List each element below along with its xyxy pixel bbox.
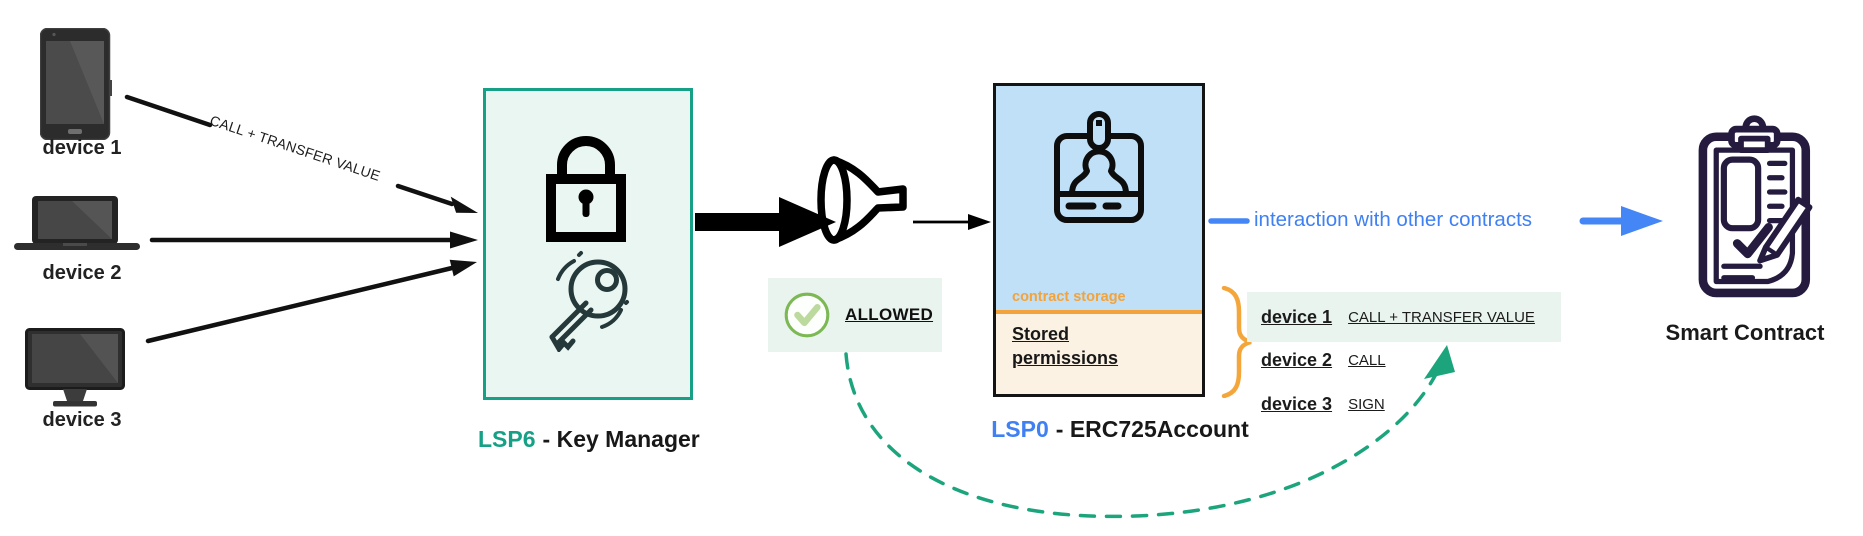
device1-label: device 1: [42, 137, 122, 159]
account-box: contract storage Stored permissions: [993, 83, 1205, 397]
phone-icon: [40, 28, 112, 140]
key-icon: [549, 251, 629, 352]
lock-icon: [546, 136, 626, 242]
account-label: LSP0- ERC725Account: [970, 416, 1270, 443]
monitor-icon: [25, 328, 125, 407]
device2-label: device 2: [42, 262, 122, 284]
key-manager-label: LSP6- Key Manager: [478, 426, 700, 453]
smart-contract-label: Smart Contract: [1665, 320, 1825, 345]
brace: [1221, 286, 1252, 398]
dashed-permission-arrow: [844, 352, 1438, 519]
funnel-icon: [817, 156, 907, 244]
km-to-filter-arrow: [695, 197, 836, 247]
key-manager-name: - Key Manager: [542, 426, 700, 452]
interaction-arrowhead: [1621, 206, 1663, 236]
account-permissions-section: Stored permissions: [996, 314, 1202, 394]
device1-arrowhead: [450, 196, 478, 213]
lsp6-tag: LSP6: [478, 426, 536, 452]
permission-row-1: device 1 CALL + TRANSFER VALUE: [1247, 292, 1561, 342]
permission-device: device 1: [1261, 306, 1333, 327]
interaction-label: interaction with other contracts: [1254, 208, 1533, 231]
device2-arrowhead: [450, 231, 478, 249]
permission-value: SIGN: [1348, 395, 1385, 413]
laptop-icon: [14, 196, 140, 250]
permission-device: device 2: [1261, 349, 1333, 370]
allowed-label: ALLOWED: [845, 305, 934, 324]
account-name: - ERC725Account: [1055, 416, 1249, 442]
permission-device: device 3: [1261, 393, 1333, 414]
check-circle-icon: [784, 292, 830, 338]
account-storage-section: contract storage: [996, 86, 1202, 310]
lsp0-tag: LSP0: [991, 416, 1049, 442]
device3-label: device 3: [42, 409, 122, 431]
permission-row-3: device 3 SIGN: [1247, 388, 1561, 420]
id-badge-icon: [1054, 111, 1144, 223]
smart-contract-icon: [1698, 115, 1813, 298]
device3-arrowhead: [449, 259, 477, 277]
dashed-permission-arrowhead: [1424, 345, 1455, 379]
device1-arrow: [124, 94, 455, 207]
permission-row-2: device 2 CALL: [1247, 344, 1561, 376]
filter-to-account-arrowhead: [968, 214, 991, 230]
device3-arrow: [145, 265, 455, 344]
stored-permissions-label: Stored permissions: [1012, 324, 1119, 368]
account-divider: [996, 310, 1202, 314]
permission-value: CALL: [1348, 351, 1386, 369]
permission-value: CALL + TRANSFER VALUE: [1348, 308, 1535, 326]
contract-storage-label: contract storage: [1012, 289, 1126, 305]
allowed-badge: ALLOWED: [768, 278, 942, 352]
